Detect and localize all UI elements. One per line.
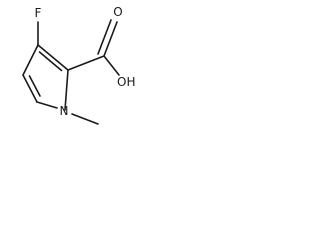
bond-c4-c5-outer <box>22 74 38 103</box>
carbonyl-oxygen-label: O <box>113 5 122 19</box>
hydroxyl-label: OH <box>117 75 135 89</box>
bond-n1-methyl <box>71 113 99 125</box>
bond-carbonyl-inner <box>97 19 112 55</box>
fluorine-label: F <box>35 6 42 20</box>
bond-n1-c2 <box>64 69 69 111</box>
bond-carbonyl-outer <box>103 21 118 57</box>
bond-c3-c4 <box>22 44 39 76</box>
chemical-structure-diagram: F O OH N <box>22 5 135 125</box>
bond-c2-c3-inner <box>38 51 63 72</box>
bond-c2-carboxyl-carbon <box>67 55 105 71</box>
bond-carboxyl-hydroxyl <box>103 55 120 76</box>
bond-c2-c3-outer <box>37 44 69 71</box>
bond-c5-n1 <box>36 101 58 109</box>
bond-c4-c5-inner <box>28 75 41 97</box>
ring-nitrogen-label: N <box>60 104 69 118</box>
